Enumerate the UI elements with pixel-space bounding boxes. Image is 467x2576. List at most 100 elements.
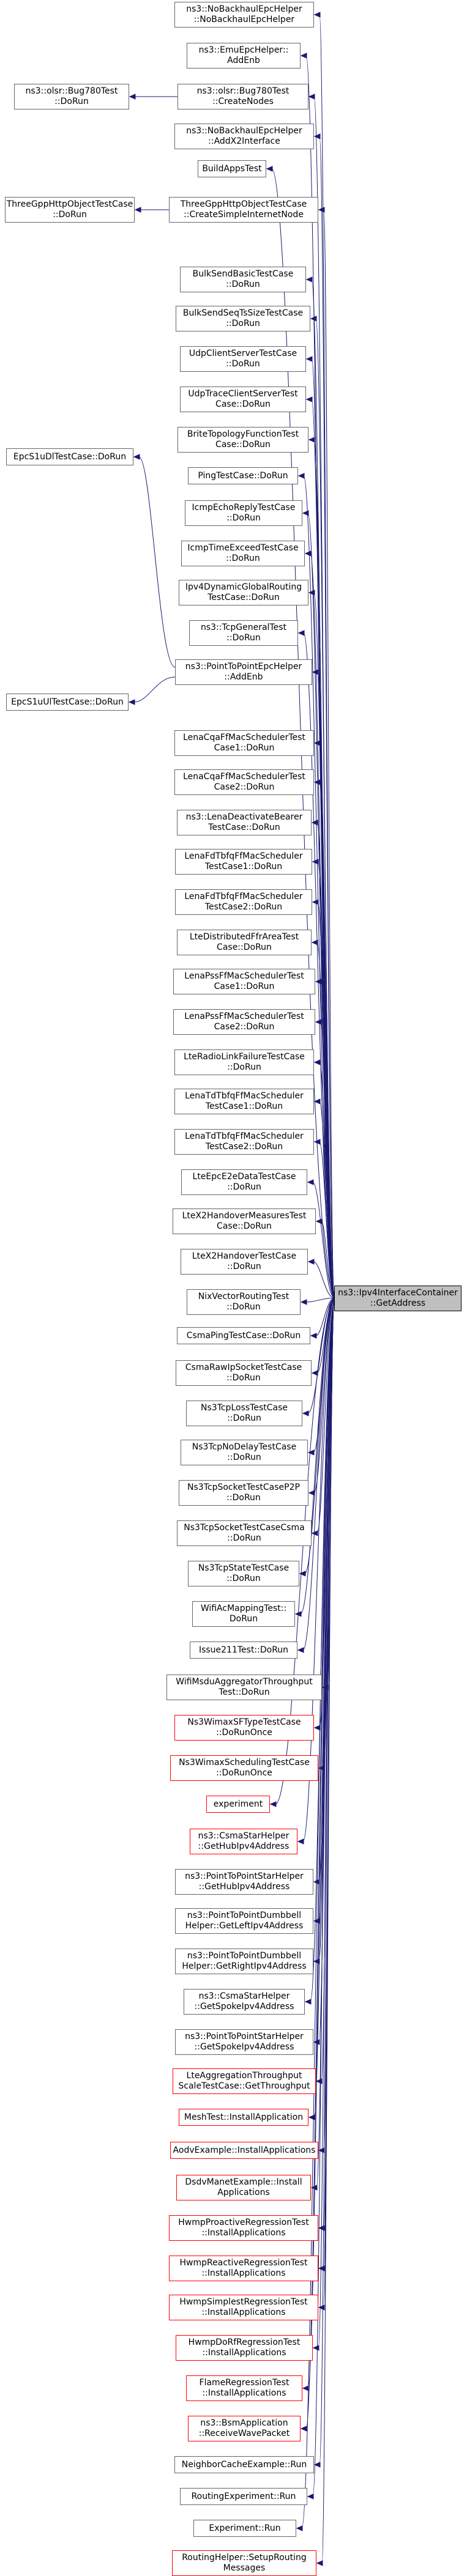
caller-node-c60[interactable]: ns3::BsmApplication ::ReceiveWavePacket bbox=[188, 2416, 301, 2441]
arrow-c33 bbox=[311, 1370, 318, 1376]
caller-node-c56[interactable]: HwmpReactiveRegressionTest ::InstallAppl… bbox=[169, 2256, 318, 2281]
caller-node-c62[interactable]: RoutingExperiment::Run bbox=[180, 2488, 307, 2505]
caller-node-c57[interactable]: HwmpSimplestRegressionTest ::InstallAppl… bbox=[169, 2295, 318, 2320]
secondary-node-s1[interactable]: ThreeGppHttpObjectTestCase ::DoRun bbox=[5, 197, 135, 223]
edge-target-to-c5 bbox=[323, 209, 335, 1294]
caller-node-c26[interactable]: LenaTdTbfqFfMacScheduler TestCase1::DoRu… bbox=[174, 1089, 314, 1114]
edge-target-to-c64 bbox=[321, 1304, 335, 2564]
caller-node-c17[interactable]: LenaCqaFfMacSchedulerTest Case1::DoRun bbox=[174, 730, 314, 756]
caller-node-c39[interactable]: WifiAcMappingTest:: DoRun bbox=[192, 1601, 295, 1627]
arrow-s0 bbox=[129, 94, 136, 100]
caller-node-c36[interactable]: Ns3TcpSocketTestCaseP2P ::DoRun bbox=[179, 1480, 308, 1506]
arrow-c15 bbox=[297, 630, 305, 636]
caller-node-c25[interactable]: LteRadioLinkFailureTestCase ::DoRun bbox=[174, 1049, 314, 1075]
arrow-c14 bbox=[308, 590, 315, 596]
arrow-c1 bbox=[300, 53, 307, 59]
caller-node-c40[interactable]: Issue211Test::DoRun bbox=[190, 1641, 297, 1659]
caller-node-c49[interactable]: ns3::CsmaStarHelper ::GetSpokeIpv4Addres… bbox=[184, 1989, 305, 2015]
secondary-node-s3[interactable]: EpcS1uUlTestCase::DoRun bbox=[6, 694, 129, 711]
caller-node-c6[interactable]: BulkSendBasicTestCase ::DoRun bbox=[180, 267, 306, 292]
caller-node-c64[interactable]: RoutingHelper::SetupRouting Messages bbox=[172, 2550, 316, 2576]
caller-node-c52[interactable]: MeshTest::InstallApplication bbox=[179, 2109, 308, 2126]
caller-node-c5[interactable]: ThreeGppHttpObjectTestCase ::CreateSimpl… bbox=[169, 197, 318, 223]
arrow-c45 bbox=[297, 1838, 304, 1845]
caller-node-c28[interactable]: LteEpcE2eDataTestCase ::DoRun bbox=[181, 1169, 307, 1195]
caller-node-c46[interactable]: ns3::PointToPointStarHelper ::GetHubIpv4… bbox=[175, 1869, 313, 1895]
caller-node-c55[interactable]: HwmpProactiveRegressionTest ::InstallApp… bbox=[169, 2215, 318, 2241]
edge-target-to-c61 bbox=[319, 1303, 335, 2465]
secondary-node-s2[interactable]: EpcS1uDlTestCase::DoRun bbox=[6, 448, 133, 465]
arrow-c40 bbox=[297, 1647, 304, 1653]
caller-node-c20[interactable]: LenaFdTbfqFfMacScheduler TestCase1::DoRu… bbox=[175, 849, 312, 875]
caller-node-c8[interactable]: UdpClientServerTestCase ::DoRun bbox=[180, 346, 306, 372]
arrow-c21 bbox=[312, 899, 319, 905]
caller-node-c24[interactable]: LenaPssFfMacSchedulerTest Case2::DoRun bbox=[173, 1009, 315, 1035]
edge-target-to-c40 bbox=[302, 1299, 335, 1651]
arrow-c17 bbox=[313, 740, 321, 746]
caller-node-c35[interactable]: Ns3TcpNoDelayTestCase ::DoRun bbox=[181, 1440, 308, 1465]
edge-target-to-c58 bbox=[318, 1303, 335, 2348]
caller-node-c54[interactable]: DsdvManetExample::Install Applications bbox=[176, 2175, 311, 2200]
arrow-c37 bbox=[311, 1530, 318, 1536]
caller-node-c11[interactable]: PingTestCase::DoRun bbox=[188, 467, 298, 484]
caller-node-c0[interactable]: ns3::NoBackhaulEpcHelper ::NoBackhaulEpc… bbox=[174, 2, 314, 28]
caller-node-c41[interactable]: WifiMsduAggregatorThroughput Test::DoRun bbox=[166, 1675, 322, 1700]
caller-node-c21[interactable]: LenaFdTbfqFfMacScheduler TestCase2::DoRu… bbox=[175, 889, 312, 915]
caller-node-c9[interactable]: UdpTraceClientServerTest Case::DoRun bbox=[180, 387, 306, 412]
caller-node-c43[interactable]: Ns3WimaxSchedulingTestCase ::DoRunOnce bbox=[170, 1755, 318, 1781]
arrow-c13 bbox=[304, 550, 312, 557]
secondary-node-s0[interactable]: ns3::olsr::Bug780Test ::DoRun bbox=[14, 84, 129, 109]
caller-node-c51[interactable]: LteAggregationThroughput ScaleTestCase::… bbox=[173, 2068, 316, 2094]
caller-node-c1[interactable]: ns3::EmuEpcHelper:: AddEnb bbox=[187, 43, 301, 68]
caller-node-c63[interactable]: Experiment::Run bbox=[193, 2520, 296, 2537]
arrow-c18 bbox=[313, 779, 321, 785]
caller-node-c29[interactable]: LteX2HandoverMeasuresTest Case::DoRun bbox=[173, 1208, 316, 1234]
caller-node-c4[interactable]: BuildAppsTest bbox=[198, 160, 266, 177]
caller-node-c16[interactable]: ns3::PointToPointEpcHelper ::AddEnb bbox=[175, 659, 312, 685]
caller-node-c42[interactable]: Ns3WimaxSFTypeTestCase ::DoRunOnce bbox=[174, 1715, 314, 1741]
caller-node-c44[interactable]: experiment bbox=[206, 1796, 270, 1813]
caller-node-c34[interactable]: Ns3TcpLossTestCase ::DoRun bbox=[186, 1401, 302, 1426]
edge-target-to-c27 bbox=[319, 1141, 335, 1298]
arrow-c27 bbox=[313, 1139, 321, 1145]
caller-node-c22[interactable]: LteDistributedFfrAreaTest Case::DoRun bbox=[177, 930, 312, 955]
caller-node-c58[interactable]: HwmpDoRfRegressionTest ::InstallApplicat… bbox=[176, 2335, 313, 2361]
arrow-c64 bbox=[316, 2560, 323, 2566]
caller-node-c27[interactable]: LenaTdTbfqFfMacScheduler TestCase2::DoRu… bbox=[174, 1129, 314, 1155]
caller-node-c15[interactable]: ns3::TcpGeneralTest ::DoRun bbox=[189, 620, 298, 646]
caller-node-c59[interactable]: FlameRegressionTest ::InstallApplication… bbox=[186, 2375, 302, 2401]
caller-node-c38[interactable]: Ns3TcpStateTestCase ::DoRun bbox=[188, 1561, 299, 1586]
caller-node-c14[interactable]: Ipv4DynamicGlobalRouting TestCase::DoRun bbox=[179, 580, 308, 605]
caller-node-c10[interactable]: BriteTopologyFunctionTest Case::DoRun bbox=[177, 427, 308, 453]
caller-node-c47[interactable]: ns3::PointToPointDumbbell Helper::GetLef… bbox=[175, 1908, 313, 1934]
target-function-node[interactable]: ns3::Ipv4InterfaceContainer ::GetAddress bbox=[334, 1286, 461, 1311]
edge-target-to-c18 bbox=[319, 782, 335, 1297]
caller-node-c37[interactable]: Ns3TcpSocketTestCaseCsma ::DoRun bbox=[177, 1520, 312, 1546]
arrow-c0 bbox=[313, 12, 321, 18]
arrow-c8 bbox=[305, 356, 313, 362]
edge-target-to-c34 bbox=[307, 1298, 335, 1414]
caller-node-c45[interactable]: ns3::CsmaStarHelper ::GetHubIpv4Address bbox=[190, 1829, 297, 1854]
arrow-c63 bbox=[296, 2525, 303, 2531]
caller-node-c32[interactable]: CsmaPingTestCase::DoRun bbox=[177, 1327, 310, 1344]
caller-node-c3[interactable]: ns3::NoBackhaulEpcHelper ::AddX2Interfac… bbox=[174, 124, 314, 149]
caller-node-c48[interactable]: ns3::PointToPointDumbbell Helper::GetRig… bbox=[175, 1949, 313, 1974]
edge-target-to-c63 bbox=[301, 1303, 335, 2529]
caller-node-c61[interactable]: NeighborCacheExample::Run bbox=[174, 2456, 314, 2473]
arrow-c24 bbox=[315, 1019, 322, 1025]
caller-node-c7[interactable]: BulkSendSeqTsSizeTestCase ::DoRun bbox=[176, 306, 310, 331]
edge-c16-to-s3 bbox=[133, 676, 176, 703]
caller-node-c12[interactable]: IcmpEchoReplyTestCase ::DoRun bbox=[185, 500, 302, 526]
caller-node-c33[interactable]: CsmaRawIpSocketTestCase ::DoRun bbox=[176, 1360, 312, 1386]
caller-node-c30[interactable]: LteX2HandoverTestCase ::DoRun bbox=[181, 1249, 308, 1275]
caller-node-c19[interactable]: ns3::LenaDeactivateBearer TestCase::DoRu… bbox=[177, 810, 312, 835]
caller-node-c31[interactable]: NixVectorRoutingTest ::DoRun bbox=[187, 1289, 301, 1315]
edge-target-to-c28 bbox=[312, 1182, 335, 1298]
caller-node-c18[interactable]: LenaCqaFfMacSchedulerTest Case2::DoRun bbox=[174, 769, 314, 795]
caller-node-c53[interactable]: AodvExample::InstallApplications bbox=[170, 2142, 318, 2159]
arrow-c56 bbox=[318, 2265, 325, 2271]
caller-node-c23[interactable]: LenaPssFfMacSchedulerTest Case1::DoRun bbox=[173, 969, 315, 994]
caller-node-c2[interactable]: ns3::olsr::Bug780Test ::CreateNodes bbox=[177, 84, 308, 109]
caller-node-c13[interactable]: IcmpTimeExceedTestCase ::DoRun bbox=[181, 541, 305, 566]
caller-node-c50[interactable]: ns3::PointToPointStarHelper ::GetSpokeIp… bbox=[175, 2029, 313, 2055]
